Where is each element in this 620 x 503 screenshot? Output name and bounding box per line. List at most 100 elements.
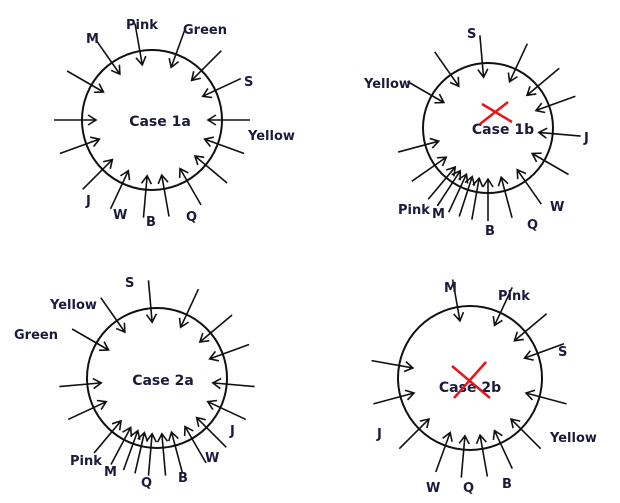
label: M: [86, 32, 99, 47]
arrow-icon: [434, 51, 460, 88]
arrow-icon: [497, 175, 513, 219]
arrow-icon: [195, 416, 227, 448]
label: B: [146, 215, 156, 230]
case-title: Case 2a: [132, 373, 194, 389]
arrow-icon: [482, 177, 494, 221]
arrow-icon: [509, 417, 542, 450]
label: W: [113, 208, 127, 223]
label: J: [583, 131, 589, 146]
label: Yellow: [49, 298, 97, 313]
arrow-icon: [475, 433, 489, 477]
label: S: [467, 27, 476, 42]
arrow-icon: [524, 389, 567, 405]
label: W: [205, 451, 219, 466]
arrow-icon: [525, 67, 560, 97]
arrow-icon: [54, 114, 98, 126]
arrow-icon: [198, 314, 233, 343]
arrow-icon: [122, 429, 141, 471]
arrow-icon: [208, 343, 250, 362]
arrow-icon: [435, 431, 453, 473]
label: Pink: [398, 203, 430, 218]
arrow-icon: [530, 152, 569, 176]
arrow-icon: [451, 279, 465, 323]
arrow-icon: [458, 434, 470, 478]
arrow-icon: [168, 27, 187, 69]
arrow-icon: [534, 95, 576, 114]
label: Q: [463, 481, 474, 496]
arrow-icon: [183, 425, 207, 464]
arrow-icon: [59, 377, 103, 390]
arrow-icon: [156, 432, 169, 476]
arrow-icon: [492, 429, 513, 469]
label: Q: [141, 476, 152, 491]
arrow-icon: [193, 155, 228, 184]
circle: [86, 307, 228, 449]
arrow-icon: [537, 127, 581, 139]
label: Yellow: [363, 77, 411, 92]
arrow-icon: [477, 35, 489, 79]
label: Yellow: [549, 431, 597, 446]
case-title: Case 1a: [129, 114, 191, 130]
label: Q: [186, 210, 197, 225]
label: W: [550, 200, 564, 215]
cross-mark-icon: [451, 361, 491, 399]
arrow-icon: [71, 328, 110, 352]
label: Green: [183, 23, 227, 38]
arrow-icon: [145, 280, 158, 324]
arrow-icon: [211, 377, 255, 390]
label: Pink: [498, 289, 530, 304]
arrow-icon: [206, 399, 247, 421]
label: B: [485, 224, 495, 239]
arrow-icon: [178, 288, 200, 329]
arrow-icon: [82, 158, 114, 190]
label: J: [229, 424, 235, 439]
arrow-icon: [206, 114, 250, 126]
case-2b: Case 2b M Pink S Yellow J W Q B: [371, 279, 597, 496]
arrow-icon: [447, 172, 469, 213]
case-2a: Case 2a S Yellow Green J W Pink M Q B: [14, 276, 255, 491]
arrow-icon: [407, 80, 446, 104]
arrow-icon: [157, 173, 170, 217]
arrow-icon: [513, 313, 548, 342]
arrow-icon: [134, 23, 147, 67]
arrow-icon: [167, 430, 184, 473]
label: Yellow: [247, 129, 295, 144]
arrow-icon: [411, 156, 448, 182]
label: Green: [14, 328, 58, 343]
label: Pink: [70, 454, 102, 469]
label: J: [85, 194, 91, 209]
label: W: [426, 481, 440, 496]
arrow-icon: [190, 50, 222, 82]
arrow-icon: [371, 359, 415, 373]
arrow-icon: [203, 136, 245, 155]
label: M: [432, 207, 445, 222]
arrow-icon: [66, 70, 105, 94]
label: J: [376, 427, 382, 442]
arrow-icon: [427, 165, 457, 200]
label: B: [502, 477, 512, 492]
case-title: Case 1b: [472, 122, 534, 138]
arrow-icon: [373, 389, 416, 405]
arrow-icon: [95, 39, 121, 76]
label: M: [104, 465, 117, 480]
arrow-icon: [507, 43, 529, 84]
label: S: [558, 345, 567, 360]
arrow-icon: [397, 137, 441, 153]
label: B: [178, 471, 188, 486]
arrow-icon: [516, 168, 542, 205]
arrow-icon: [398, 417, 431, 450]
arrow-icon: [110, 426, 133, 465]
arrow-icon: [436, 169, 462, 207]
arrow-icon: [492, 287, 513, 327]
arrow-icon: [93, 419, 122, 454]
arrow-icon: [100, 297, 126, 334]
arrow-icon: [134, 431, 149, 474]
arrow-icon: [109, 169, 131, 210]
label: Pink: [126, 18, 158, 33]
circle: [397, 305, 543, 451]
label: S: [244, 75, 253, 90]
label: M: [444, 281, 457, 296]
arrow-icon: [471, 176, 484, 220]
case-1b: Case 1b S Yellow J Pink M B Q W: [363, 27, 589, 239]
